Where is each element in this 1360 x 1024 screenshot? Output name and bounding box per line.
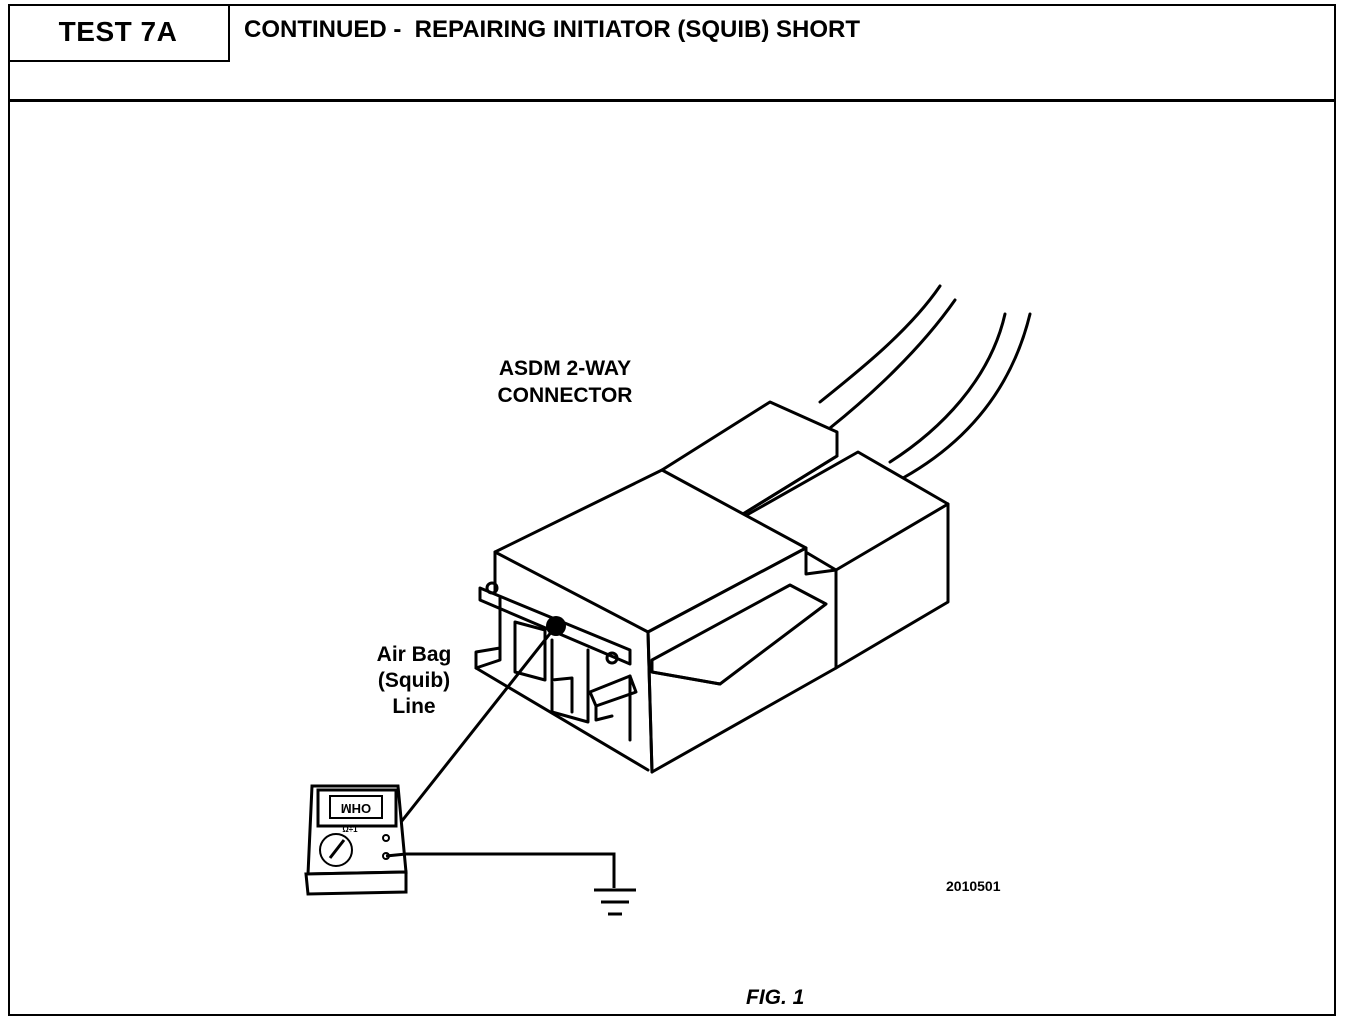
squib-label-line3: Line <box>392 695 436 718</box>
mount-hole-right <box>605 651 619 665</box>
wire-bundle <box>818 284 1032 480</box>
header-divider <box>8 99 1336 102</box>
connector-label-line2: CONNECTOR <box>497 384 633 407</box>
squib-line-label: Air Bag (Squib) Line <box>362 642 466 720</box>
test-label: TEST 7A <box>58 16 178 47</box>
figure-caption: FIG. 1 <box>746 986 805 1009</box>
connector-label: ASDM 2-WAY CONNECTOR <box>470 355 660 409</box>
squib-label-line2: (Squib) <box>377 669 451 692</box>
squib-label-line1: Air Bag <box>376 643 452 666</box>
test-lead <box>388 625 558 837</box>
meter-range-label: Ω÷1 <box>342 825 358 834</box>
page-title: CONTINUED - REPAIRING INITIATOR (SQUIB) … <box>244 16 860 43</box>
test-number-box: TEST 7A <box>8 4 230 62</box>
connector-label-line1: ASDM 2-WAY <box>498 357 632 380</box>
ground-lead <box>385 852 616 888</box>
ground-symbol-icon <box>594 888 636 916</box>
meter-display: OHM <box>341 801 371 816</box>
connector-latch <box>650 583 828 686</box>
ohmmeter <box>304 784 408 896</box>
mount-hole-left <box>485 581 499 595</box>
page-frame <box>8 4 1336 1016</box>
figure-id: 2010501 <box>946 878 1001 894</box>
